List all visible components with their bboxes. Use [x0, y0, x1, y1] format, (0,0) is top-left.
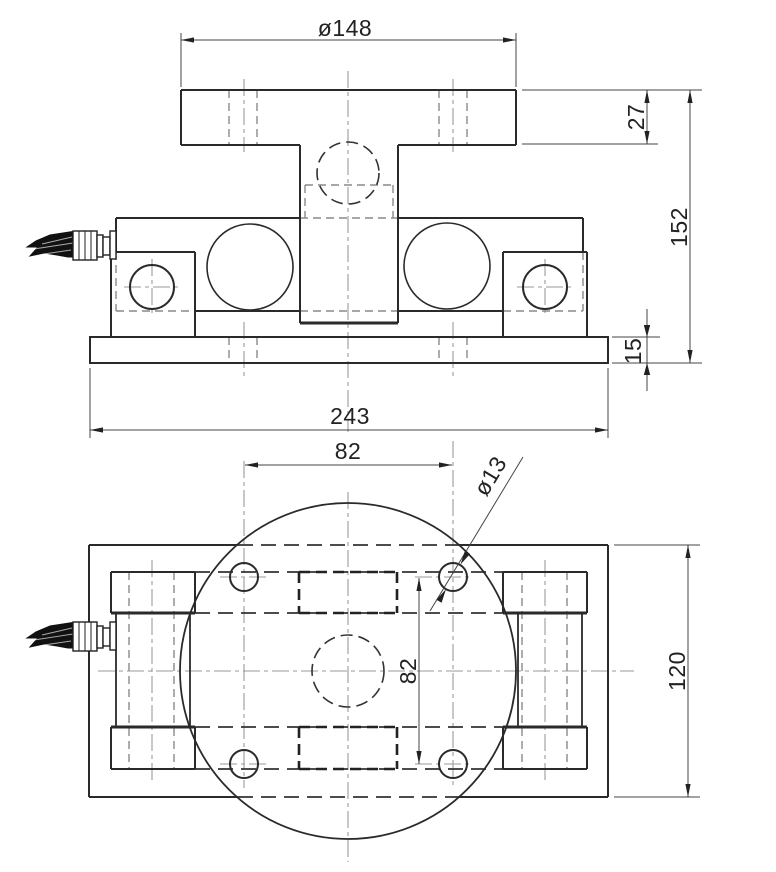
front-hidden-lines — [115, 90, 584, 363]
mounting-foot-left — [110, 251, 196, 337]
plan-foot-right — [502, 571, 588, 770]
bolt-hole-bottom-left — [229, 749, 259, 779]
hidden-center-bore — [311, 634, 385, 708]
plan-hidden-lines — [128, 544, 568, 798]
base-plate — [89, 336, 609, 364]
plan-base-plate — [88, 544, 609, 798]
bolt-hole-top-right — [438, 562, 468, 592]
dim-label-bolt-hole-diameter: ø13 — [468, 452, 511, 501]
front-dimensions: ø148 27 152 15 243 — [89, 15, 702, 438]
body-bore-left — [206, 223, 294, 311]
top-plate-circle — [179, 502, 517, 840]
dim-label-base-thickness: 15 — [620, 338, 646, 365]
dim-label-plate-diameter: ø148 — [318, 15, 372, 41]
front-view: ø148 27 152 15 243 — [26, 15, 702, 438]
dim-label-bolt-spacing-x: 82 — [335, 438, 362, 464]
bolt-hole-bottom-right — [438, 749, 468, 779]
body-bore-right — [403, 222, 491, 310]
bolt-hole-top-left — [229, 562, 259, 592]
leader-line-13 — [429, 456, 524, 612]
bolt-holes — [229, 562, 468, 779]
dim-label-plate-thickness: 27 — [623, 104, 649, 131]
hidden-slot-bottom — [297, 725, 399, 771]
dim-label-total-height: 152 — [666, 207, 692, 247]
dim-label-bolt-spacing-y: 82 — [395, 658, 421, 685]
mounting-foot-right — [502, 251, 588, 337]
plan-foot-left — [110, 571, 196, 770]
foot-hole-left — [129, 264, 175, 310]
cable-gland-front — [26, 230, 117, 261]
hidden-ball-circle — [316, 141, 380, 205]
plan-centerlines — [98, 441, 634, 862]
dim-label-base-width: 243 — [330, 403, 370, 429]
plan-dimensions: 82 82 120 ø13 — [245, 438, 700, 798]
foot-hole-right — [522, 264, 568, 310]
hidden-slot-top — [297, 570, 399, 615]
front-centerlines — [124, 71, 573, 432]
cable-gland-plan — [26, 621, 117, 652]
load-cell-body — [115, 217, 584, 312]
dim-label-base-depth: 120 — [664, 651, 690, 691]
center-column — [299, 145, 399, 325]
plan-view: 82 82 120 ø13 — [26, 438, 700, 862]
top-plate — [180, 89, 517, 146]
